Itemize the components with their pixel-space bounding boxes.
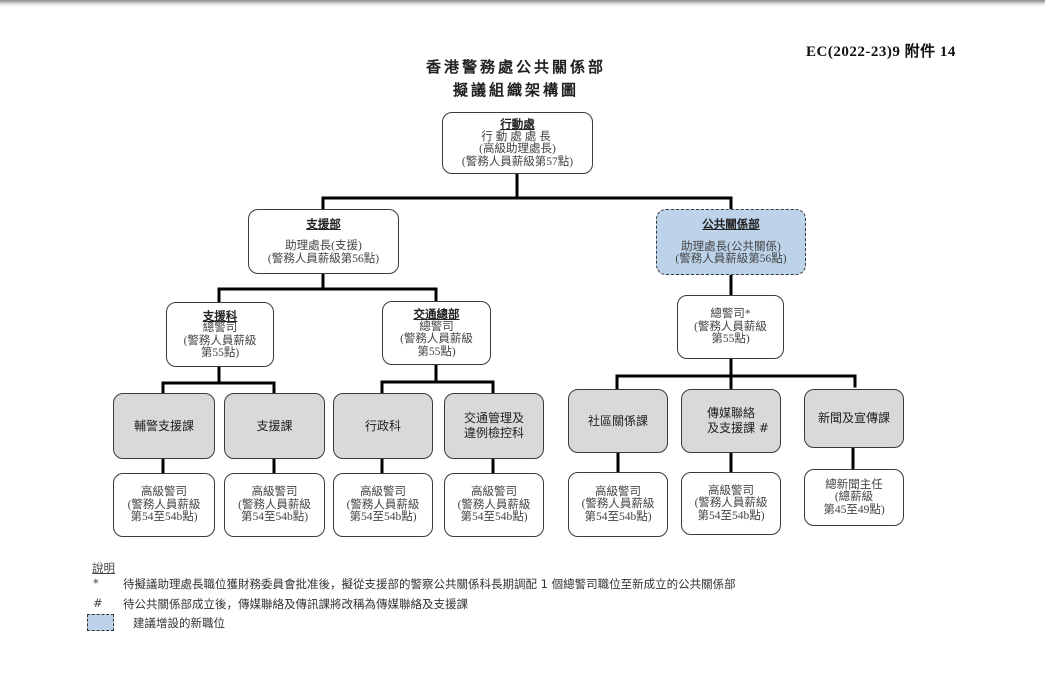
post-title: 總新聞主任 (825, 478, 883, 491)
post-box: 高級警司 (警務人員薪級 第54至54b點) (568, 472, 668, 537)
legend-asterisk-symbol: * (93, 576, 99, 590)
pay-scale-line1: (警務人員薪級 (694, 497, 768, 510)
section-box: 行政科 (333, 393, 433, 459)
connector-pr-csp (615, 357, 857, 391)
connector-traffic-hq (380, 363, 495, 395)
post-box: 總新聞主任 (總薪級 第45至49點) (804, 469, 904, 526)
section-name-line2: 違例檢控科 (463, 426, 524, 440)
pay-scale-line1: (警務人員薪級 (183, 334, 257, 347)
legend-hash-symbol: # (93, 596, 103, 610)
section-box: 社區關係課 (568, 389, 668, 453)
section-name: 支援課 (256, 418, 293, 433)
pay-scale-line1: (警務人員薪級 (238, 498, 311, 511)
pay-scale-line1: (警務人員薪級 (457, 498, 531, 511)
org-box-pr-chief-superintendent: 總警司* (警務人員薪級 第55點) (677, 295, 784, 359)
chart-title: 香港警務處公共關係部 (425, 58, 606, 76)
section-name: 輔警支援課 (133, 418, 194, 433)
pay-scale: (警務人員薪級第56點) (675, 253, 787, 266)
legend-title: 說明 (92, 561, 115, 575)
section-box: 傳媒聯絡 及支援課 # (681, 389, 781, 453)
document-reference: EC(2022-23)9 附件 14 (806, 44, 956, 60)
section-name: 行政科 (364, 418, 401, 433)
unit-name: 支援部 (306, 216, 341, 231)
post-title: 高級警司 (360, 486, 406, 499)
post-title: 總警司 (419, 320, 454, 333)
section-box: 新聞及宣傳課 (804, 389, 904, 448)
org-box-support-branch: 支援部 助理處長(支援) (警務人員薪級第56點) (248, 209, 399, 274)
post-title: 總警司 (202, 322, 238, 334)
connector-support-branch (217, 272, 438, 304)
unit-name: 支援科 (202, 308, 238, 323)
unit-name: 行動處 (500, 117, 535, 131)
post-title: 助理處長(支援) (285, 240, 362, 253)
section-box: 交通管理及 違例檢控科 (444, 393, 544, 459)
post-title: 高級警司 (141, 486, 187, 499)
org-box-traffic-hq: 交通總部 總警司 (警務人員薪級 第55點) (382, 301, 491, 365)
pay-scale-line1: (總薪級 (834, 491, 874, 504)
viewer-top-edge (0, 0, 1045, 7)
pay-scale: (警務人員薪級第56點) (267, 252, 380, 265)
pay-scale-line2: 第54至54b點) (349, 511, 417, 524)
pay-scale-line2: 第55點) (200, 347, 240, 359)
section-name: 新聞及宣傳課 (817, 411, 890, 425)
org-box-operations: 行動處 行動處處長 (高級助理處長) (警務人員薪級第57點) (442, 112, 593, 174)
pay-scale-line2: 第54至54b點) (240, 511, 309, 524)
pay-scale-line1: (警務人員薪級 (694, 320, 767, 333)
post-title: 助理處長(公共關係) (681, 240, 781, 253)
section-name-line1: 傳媒聯絡 (706, 406, 755, 420)
section-box: 支援課 (224, 393, 325, 459)
legend-proposed-label: 建議增設的新職位 (133, 616, 225, 630)
chart-subtitle: 擬議組織架構圖 (452, 81, 579, 99)
pay-scale-line2: 第54至54b點) (460, 511, 528, 524)
legend-note-hash: 待公共關係部成立後，傳媒聯絡及傳訊課將改稱為傳媒聯絡及支援課 (123, 597, 468, 611)
post-title: 行動處處長 (481, 130, 554, 143)
pay-scale-line2: 第54至54b點) (130, 511, 198, 524)
post-box: 高級警司 (警務人員薪級 第54至54b點) (681, 472, 781, 535)
section-name-line1: 交通管理及 (463, 411, 524, 425)
connector-support-division (161, 364, 276, 395)
post-box: 高級警司 (警務人員薪級 第54至54b點) (444, 473, 544, 537)
post-title: 總警司* (710, 308, 751, 321)
pay-scale-line2: 第54至54b點) (584, 510, 652, 523)
org-box-pr-branch-proposed: 公共關係部 助理處長(公共關係) (警務人員薪級第56點) (656, 209, 806, 275)
legend-proposed-swatch (87, 614, 114, 631)
post-title: 高級警司 (708, 484, 754, 497)
post-box: 高級警司 (警務人員薪級 第54至54b點) (333, 473, 433, 537)
connector-operations (321, 172, 733, 211)
pay-scale-line1: (警務人員薪級 (127, 498, 201, 511)
pay-scale: (警務人員薪級第57點) (461, 155, 574, 168)
post-title: 高級警司 (251, 486, 298, 499)
pay-scale-line1: (警務人員薪級 (581, 498, 655, 511)
unit-name: 交通總部 (413, 307, 460, 321)
pay-scale-line1: (警務人員薪級 (346, 498, 420, 511)
pay-scale-line2: 第55點) (711, 333, 750, 346)
post-title: 高級警司 (471, 486, 517, 499)
connector-sections (161, 446, 855, 475)
section-name: 社區關係課 (587, 413, 648, 428)
section-box: 輔警支援課 (113, 393, 215, 459)
post-box: 高級警司 (警務人員薪級 第54至54b點) (113, 473, 215, 537)
pay-scale-line2: 第45至49點) (823, 503, 885, 516)
pay-scale-line1: (警務人員薪級 (400, 333, 473, 345)
pay-scale-line2: 第54至54b點) (697, 509, 765, 522)
unit-name: 公共關係部 (702, 217, 760, 232)
org-box-support-division: 支援科 總警司 (警務人員薪級 第55點) (166, 302, 274, 367)
post-title: 高級警司 (595, 485, 641, 498)
post-box: 高級警司 (警務人員薪級 第54至54b點) (224, 473, 325, 537)
section-name-line2: 及支援課 # (707, 421, 769, 435)
legend-note-asterisk: 待擬議助理處長職位獲財務委員會批准後，擬從支援部的警察公共關係科長期調配 1 個… (123, 577, 736, 591)
pay-scale-line2: 第55點) (417, 345, 456, 358)
post-rank: (高級助理處長) (479, 143, 556, 155)
